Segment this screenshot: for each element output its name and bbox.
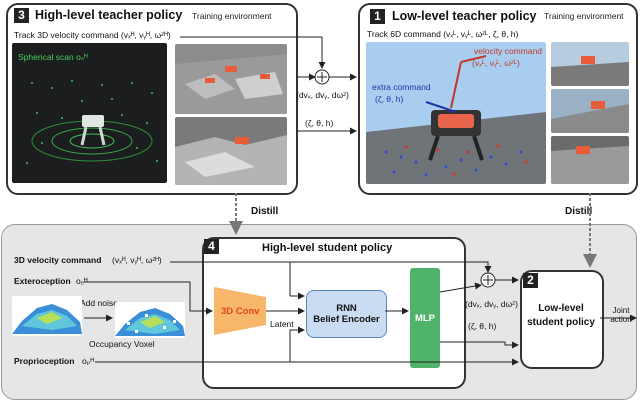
- panel-title: Low-level student policy: [527, 303, 595, 328]
- low-teacher-env-image-1: [551, 42, 629, 86]
- spherical-scan-graphic: [26, 80, 158, 164]
- exteroception-label: Exteroception: [14, 276, 71, 286]
- conv-label: 3D Conv: [221, 306, 260, 317]
- conv-block: [214, 287, 266, 335]
- panel-number-badge: 4: [204, 239, 219, 254]
- low-teacher-env-image-3: [551, 136, 629, 184]
- voxel-noisy-image: [115, 302, 185, 338]
- velocity-command-label: velocity command: [474, 46, 543, 56]
- panel-number-badge: 1: [370, 9, 385, 24]
- panel-title: High-level student policy: [262, 242, 393, 254]
- distill-left-label: Distill: [251, 206, 279, 217]
- velocity-command-vars: (vₓᴸ, vᵧᴸ, ωᶻᴸ): [472, 58, 520, 68]
- rnn-label: RNN: [336, 303, 357, 314]
- command-label: Track 3D velocity command (vₓᴴ, vᵧᴴ, ωᶻᴴ…: [14, 30, 171, 40]
- env-top-graphic: [175, 54, 287, 114]
- voxel-clean-graphic: [12, 304, 82, 334]
- extra-command-vars: (ζ, θ, h): [375, 94, 404, 104]
- panel-title: Low-level teacher policy: [392, 9, 537, 23]
- velocity-input-vars: (vₓᴴ, vᵧᴴ, ωᶻᴴ): [112, 255, 162, 265]
- teacher-delta-label: (dvₓ, dvᵧ, dωᶻ): [296, 90, 349, 100]
- exteroception-var: oₑᴴ: [76, 276, 88, 286]
- spherical-scan-label: Spherical scan oₛᴴ: [18, 52, 88, 62]
- environment-label: Training environment: [544, 11, 624, 21]
- student-extra-label: (ζ, θ, h): [468, 321, 497, 331]
- high-teacher-env-image-top: [175, 44, 287, 114]
- distill-right-label: Distill: [565, 206, 593, 217]
- panel-number-badge: 2: [523, 273, 538, 288]
- env-graphic-2: [551, 101, 629, 133]
- joint-action-label: Joint action: [610, 306, 632, 324]
- proprioception-var: oₚᴴ: [82, 356, 95, 366]
- low-teacher-main-image: [366, 42, 546, 184]
- occupancy-voxel-label: Occupancy Voxel: [89, 339, 155, 349]
- environment-label: Training environment: [192, 11, 272, 21]
- env-graphic-1: [551, 56, 629, 86]
- extra-command-label: extra command: [372, 82, 431, 92]
- mlp-block: MLP: [410, 268, 440, 368]
- teacher-extra-label: (ζ, θ, h): [305, 118, 334, 128]
- add-noise-label: Add noise: [80, 298, 118, 308]
- velocity-input-label: 3D velocity command: [14, 255, 102, 265]
- belief-encoder-label: Belief Encoder: [313, 314, 380, 325]
- low-teacher-env-image-2: [551, 89, 629, 133]
- voxel-clean-image: [12, 296, 82, 336]
- env-bottom-graphic: [175, 135, 287, 185]
- rnn-belief-encoder-block: RNN Belief Encoder: [306, 290, 387, 338]
- command-label: Track 6D command (vₓᴸ, vᵧᴸ, ωᶻᴸ, ζ, θ, h…: [367, 29, 519, 39]
- spherical-scan-image: [12, 43, 167, 183]
- panel-title: High-level teacher policy: [35, 8, 183, 22]
- mlp-label: MLP: [414, 312, 436, 324]
- proprioception-label: Proprioception: [14, 356, 75, 366]
- env-graphic-3: [551, 146, 629, 184]
- voxel-noisy-graphic: [115, 308, 185, 336]
- student-delta-label: (dvₓ, dvᵧ, dωᶻ): [465, 299, 518, 309]
- high-teacher-env-image-bottom: [175, 117, 287, 185]
- panel-number-badge: 3: [14, 8, 29, 23]
- latent-label: Latent: [270, 319, 294, 329]
- low-teacher-scene: [366, 55, 546, 184]
